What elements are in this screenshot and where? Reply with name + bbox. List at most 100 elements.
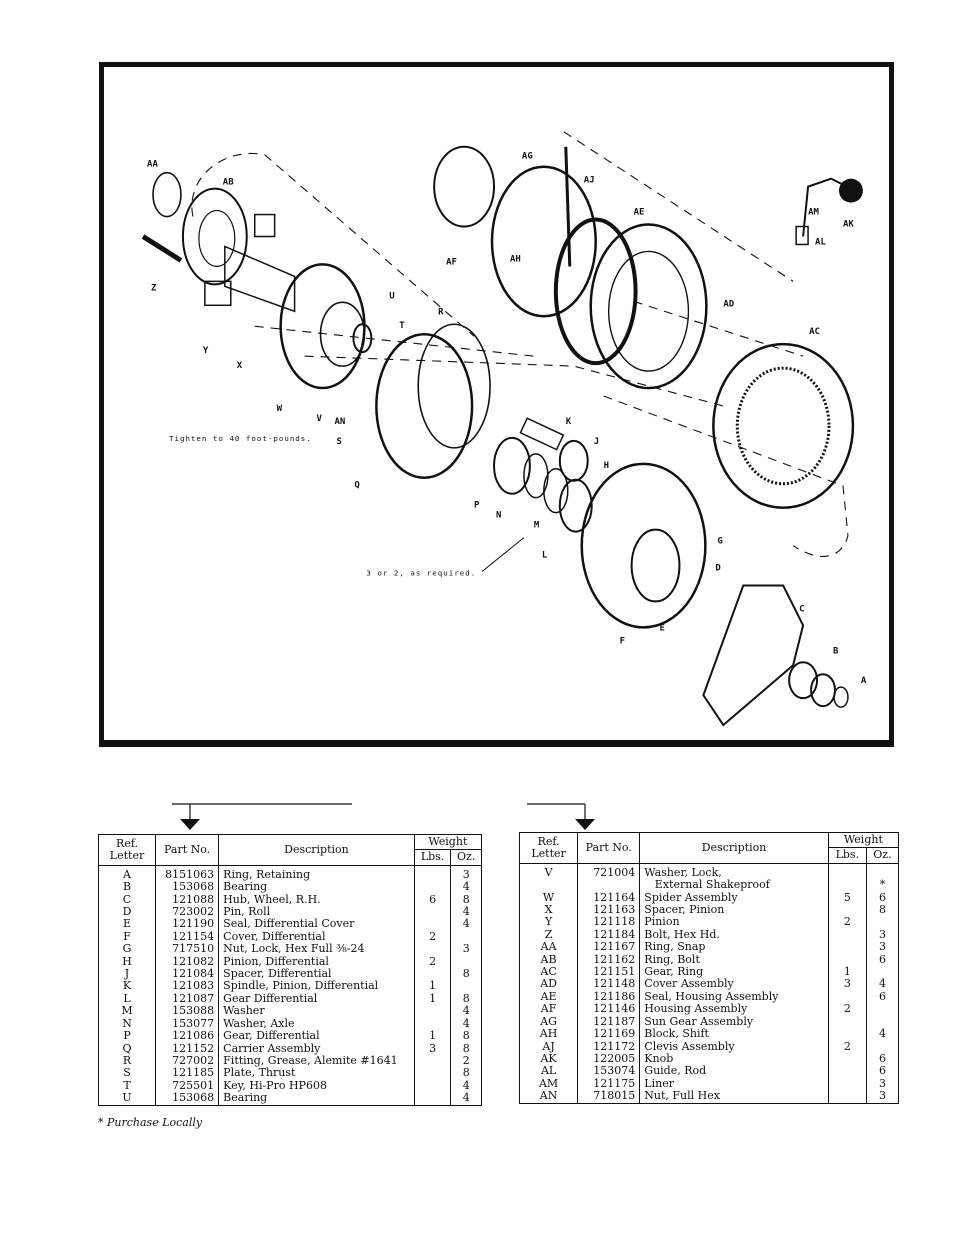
ref-letter: AB [518, 953, 579, 967]
header-ref-letter: Ref. Letter [518, 832, 579, 864]
ref-letter: K [97, 980, 157, 993]
weight-lbs [827, 879, 867, 892]
part-number: 153077 [155, 1017, 220, 1031]
header-ref-letter: Ref. Letter [97, 834, 157, 866]
description: Seal, Housing Assembly [639, 990, 829, 1004]
part-number: 121172 [577, 1040, 641, 1053]
hex-bolt-z [141, 234, 183, 263]
part-number: 121154 [155, 930, 220, 944]
description: Block, Shift [639, 1027, 829, 1041]
required-note: 3 or 2, as required. [366, 568, 476, 577]
weight-oz: 8 [450, 967, 482, 981]
pinion-top [253, 213, 276, 238]
weight-oz: 6 [865, 1052, 900, 1066]
weight-lbs [827, 1028, 867, 1041]
header-oz: Oz. [865, 847, 900, 864]
part-number: 121152 [155, 1042, 220, 1055]
pinion-y [204, 280, 232, 307]
weight-lbs [413, 918, 452, 931]
weight-oz: 8 [450, 893, 482, 907]
description: Key, Hi-Pro HP608 [218, 1079, 415, 1093]
weight-lbs: 1 [413, 992, 452, 1006]
ref-letter: B [97, 880, 157, 894]
weight-oz: 3 [450, 942, 482, 956]
label-a: A [861, 676, 867, 686]
part-number: 718015 [577, 1089, 641, 1104]
table-row: External Shakeproof* [518, 878, 900, 892]
weight-oz: 4 [865, 978, 900, 991]
wheel-hub-c [702, 584, 805, 727]
header-weight: Weight [413, 833, 483, 851]
weight-oz: 6 [865, 953, 900, 967]
weight-oz: 8 [450, 992, 482, 1006]
weight-lbs: 2 [413, 930, 452, 944]
cover-inner [607, 250, 690, 372]
ref-letter [518, 879, 579, 892]
weight-lbs [413, 1092, 452, 1106]
ref-letter: U [97, 1091, 157, 1106]
label-t: T [399, 321, 404, 331]
weight-oz: 4 [450, 918, 482, 931]
bearing-b [788, 661, 819, 700]
description: Spider Assembly [639, 891, 829, 905]
weight-lbs [413, 865, 452, 882]
weight-oz: 3 [865, 928, 900, 942]
spindle-k [519, 417, 565, 451]
ref-letter: P [97, 1029, 157, 1043]
spider-hub [319, 301, 366, 367]
part-number: 121190 [155, 918, 220, 931]
description: Washer, Axle [218, 1017, 415, 1031]
weight-oz [865, 863, 900, 880]
label-aj: AJ [584, 176, 595, 186]
parts-table-left: Ref. Letter Part No. Description Weight … [97, 833, 483, 1106]
label-ae: AE [634, 208, 645, 218]
description: Pin, Roll [218, 905, 415, 919]
housing-seal-ae [553, 217, 638, 366]
cover-assembly-ad [589, 223, 708, 390]
weight-lbs [827, 1077, 867, 1091]
label-q: Q [354, 481, 359, 491]
description: Washer, Lock, [639, 863, 829, 880]
part-number: 121167 [577, 940, 641, 954]
weight-oz [865, 1015, 900, 1029]
description: Guide, Rod [639, 1064, 829, 1078]
label-l: L [542, 551, 548, 561]
description: Spacer, Pinion [639, 903, 829, 917]
part-number: 121148 [577, 978, 641, 991]
weight-lbs [413, 1017, 452, 1031]
weight-lbs: 1 [413, 1029, 452, 1043]
weight-oz: 8 [865, 903, 900, 917]
ref-letter: A [97, 865, 157, 882]
description: Pinion [639, 916, 829, 929]
weight-lbs: 3 [413, 1042, 452, 1055]
part-number: 153068 [155, 1091, 220, 1106]
label-af: AF [446, 257, 457, 267]
part-number: 121086 [155, 1029, 220, 1043]
part-number: 121169 [577, 1027, 641, 1041]
weight-oz: 6 [865, 1064, 900, 1078]
description: Plate, Thrust [218, 1066, 415, 1080]
weight-oz: * [865, 878, 900, 892]
weight-lbs [413, 906, 452, 919]
weight-oz: 4 [450, 1091, 482, 1106]
part-number: 153088 [155, 1004, 220, 1018]
exploded-view-diagram: AA AB Z Y X W V AN U T R S Q AG AF AH AJ… [99, 62, 894, 747]
label-j: J [594, 437, 599, 447]
part-number: 121084 [155, 967, 220, 981]
part-number: 121151 [577, 965, 641, 979]
description: Nut, Full Hex [639, 1089, 829, 1104]
